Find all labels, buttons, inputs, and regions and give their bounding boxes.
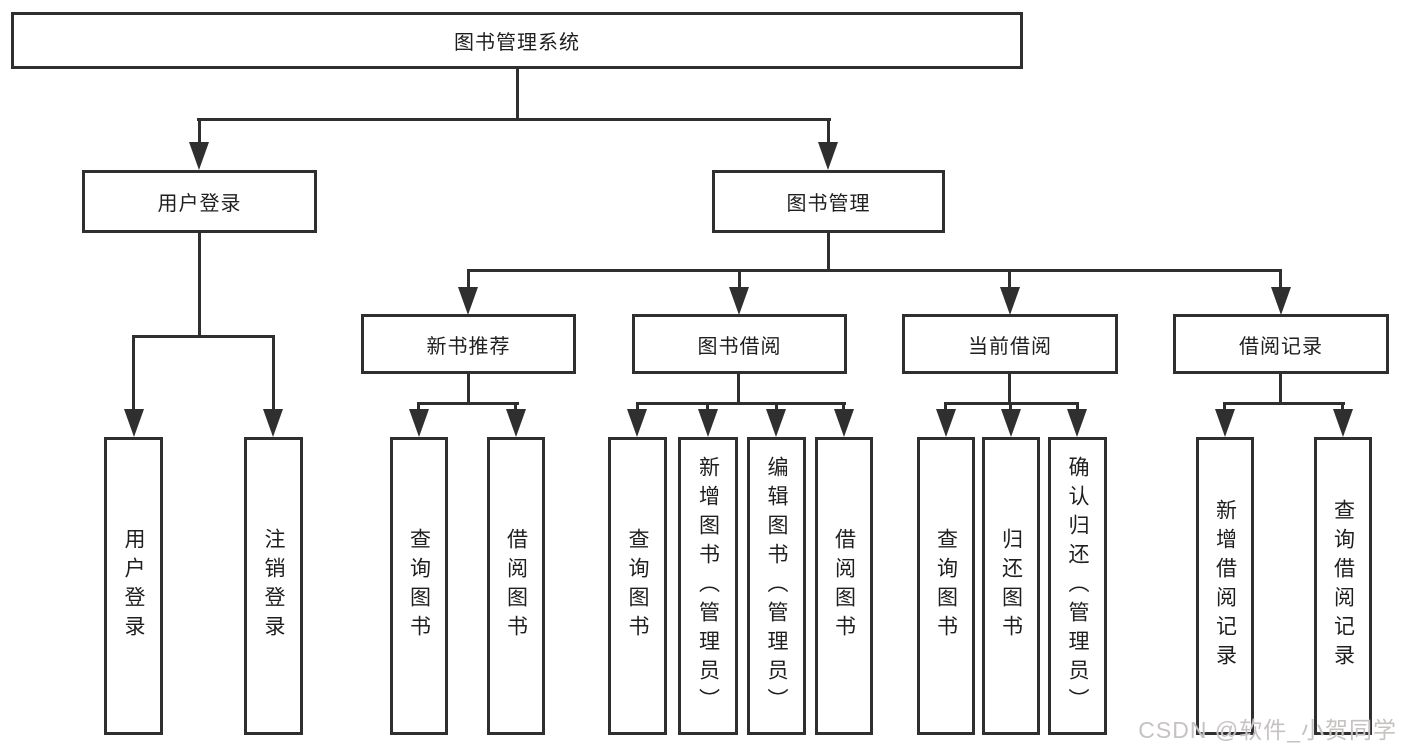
leaf-label: 查询图书 — [934, 528, 958, 644]
connector-line — [1279, 271, 1282, 289]
connector-line — [1223, 402, 1345, 405]
leaf-user-login: 用户登录 — [104, 437, 163, 735]
connector-line — [467, 269, 1282, 272]
leaf-label: 查询图书 — [626, 528, 649, 644]
connector-line — [1279, 373, 1282, 404]
connector-line — [827, 119, 830, 145]
node-root-library-system: 图书管理系统 — [11, 12, 1023, 69]
leaf-label: 查询借阅记录 — [1331, 499, 1355, 673]
arrowhead-icon — [263, 409, 283, 437]
connector-line — [944, 402, 1079, 405]
leaf-confirm-return-admin: 确认归还（管理员） — [1048, 437, 1107, 735]
connector-line — [737, 373, 740, 404]
leaf-label: 归还图书 — [999, 528, 1023, 644]
node-borrow-record: 借阅记录 — [1173, 314, 1389, 374]
connector-line — [738, 271, 741, 289]
node-user-login: 用户登录 — [82, 170, 317, 233]
leaf-label: 编辑图书（管理员） — [765, 455, 788, 717]
arrowhead-icon — [834, 409, 854, 437]
connector-line — [132, 337, 135, 411]
leaf-return-books: 归还图书 — [982, 437, 1040, 735]
connector-line — [1076, 404, 1079, 412]
connector-line — [1341, 404, 1344, 412]
connector-line — [417, 402, 519, 405]
connector-line — [514, 404, 517, 412]
arrowhead-icon — [189, 142, 209, 170]
connector-line — [516, 68, 519, 120]
arrowhead-icon — [1271, 287, 1291, 315]
leaf-query-books-recommend: 查询图书 — [390, 437, 448, 735]
arrowhead-icon — [627, 409, 647, 437]
connector-line — [272, 337, 275, 411]
arrowhead-icon — [1001, 409, 1021, 437]
leaf-borrow-books: 借阅图书 — [815, 437, 873, 735]
leaf-label: 借阅图书 — [832, 528, 856, 644]
arrowhead-icon — [698, 409, 718, 437]
arrowhead-icon — [936, 409, 956, 437]
connector-line — [1008, 271, 1011, 289]
connector-line — [944, 404, 947, 412]
leaf-label: 注销登录 — [262, 528, 285, 644]
connector-line — [827, 232, 830, 271]
leaf-label: 新增图书（管理员） — [696, 455, 720, 717]
arrowhead-icon — [1215, 409, 1235, 437]
leaf-query-books-borrow: 查询图书 — [608, 437, 667, 735]
connector-line — [467, 373, 470, 404]
connector-line — [132, 335, 275, 338]
arrowhead-icon — [506, 409, 526, 437]
connector-line — [842, 404, 845, 412]
connector-line — [706, 404, 709, 412]
leaf-logout: 注销登录 — [244, 437, 303, 735]
arrowhead-icon — [1333, 409, 1353, 437]
leaf-query-borrow-record: 查询借阅记录 — [1314, 437, 1372, 735]
leaf-label: 新增借阅记录 — [1213, 499, 1237, 673]
connector-line — [197, 118, 831, 121]
leaf-label: 用户登录 — [122, 528, 145, 644]
leaf-label: 确认归还（管理员） — [1066, 455, 1089, 717]
node-new-book-recommend: 新书推荐 — [361, 314, 576, 374]
leaf-add-books-admin: 新增图书（管理员） — [678, 437, 738, 735]
node-book-borrow: 图书借阅 — [632, 314, 847, 374]
leaf-label: 借阅图书 — [504, 528, 528, 644]
leaf-label: 查询图书 — [407, 528, 431, 644]
connector-line — [1008, 373, 1011, 404]
connector-line — [636, 402, 846, 405]
leaf-add-borrow-record: 新增借阅记录 — [1196, 437, 1254, 735]
leaf-borrow-books-recommend: 借阅图书 — [487, 437, 545, 735]
node-current-borrow: 当前借阅 — [902, 314, 1118, 374]
connector-line — [198, 232, 201, 337]
connector-line — [467, 271, 470, 289]
connector-line — [198, 119, 201, 145]
connector-line — [1223, 404, 1226, 412]
arrowhead-icon — [766, 409, 786, 437]
connector-line — [1009, 404, 1012, 412]
arrowhead-icon — [1000, 287, 1020, 315]
arrowhead-icon — [458, 287, 478, 315]
arrowhead-icon — [1067, 409, 1087, 437]
connector-line — [417, 404, 420, 412]
connector-line — [636, 404, 639, 412]
csdn-watermark: CSDN @软件_小贺同学 — [1138, 717, 1397, 743]
leaf-edit-books-admin: 编辑图书（管理员） — [747, 437, 806, 735]
connector-line — [775, 404, 778, 412]
arrowhead-icon — [124, 409, 144, 437]
arrowhead-icon — [818, 142, 838, 170]
leaf-query-books-current: 查询图书 — [917, 437, 975, 735]
node-book-management: 图书管理 — [712, 170, 945, 233]
arrowhead-icon — [409, 409, 429, 437]
arrowhead-icon — [729, 287, 749, 315]
